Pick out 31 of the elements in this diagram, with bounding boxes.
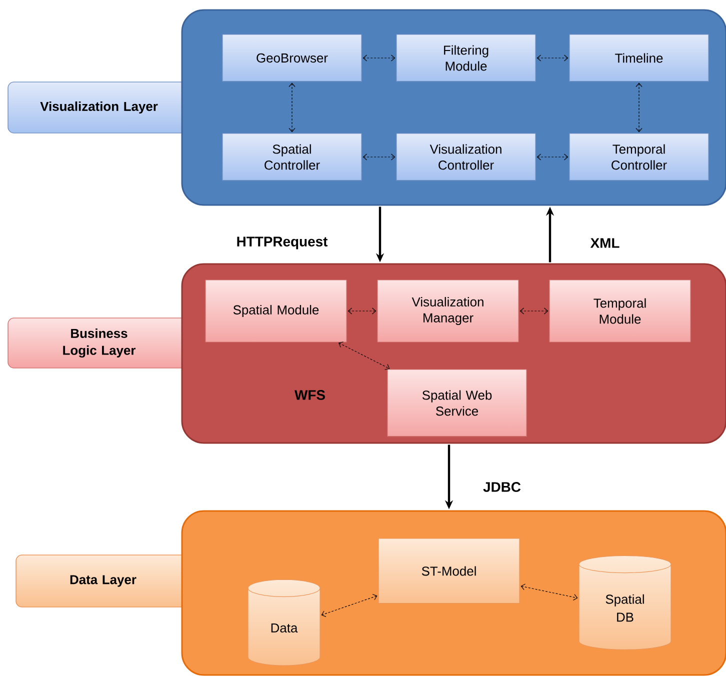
module-box: Timeline bbox=[569, 34, 709, 82]
arrow bbox=[362, 54, 396, 62]
module-box: Spatial Controller bbox=[222, 133, 362, 181]
layer-label: Visualization Layer bbox=[40, 101, 158, 114]
module-box: Visualization Manager bbox=[377, 280, 519, 342]
arrow bbox=[338, 342, 390, 370]
arrow bbox=[321, 594, 378, 617]
arrow bbox=[536, 54, 568, 62]
arrow bbox=[536, 154, 568, 160]
edge-label: JDBC bbox=[483, 482, 521, 492]
database-cylinder: Spatial DB bbox=[578, 555, 672, 650]
arrow bbox=[362, 154, 396, 160]
database-cylinder: Data bbox=[248, 579, 320, 666]
module-box: Filtering Module bbox=[396, 34, 536, 82]
arrow bbox=[636, 82, 642, 132]
layer-label: Business Logic Layer bbox=[63, 328, 136, 358]
arrow bbox=[288, 82, 296, 132]
arrow bbox=[348, 308, 376, 314]
module-box: Spatial Web Service bbox=[387, 369, 527, 437]
module-box: Temporal Module bbox=[549, 280, 691, 342]
arrow bbox=[520, 308, 548, 314]
layer-label: Data Layer bbox=[70, 575, 136, 587]
module-box: ST-Model bbox=[378, 538, 520, 604]
module-box: Visualization Controller bbox=[396, 133, 536, 181]
edge-label: HTTPRequest bbox=[237, 236, 328, 250]
edge-label: XML bbox=[590, 238, 620, 248]
arrow bbox=[520, 584, 578, 600]
module-box: GeoBrowser bbox=[222, 34, 362, 82]
module-box: Temporal Controller bbox=[569, 133, 709, 181]
edge-label: WFS bbox=[294, 390, 325, 400]
module-box: Spatial Module bbox=[205, 280, 347, 342]
